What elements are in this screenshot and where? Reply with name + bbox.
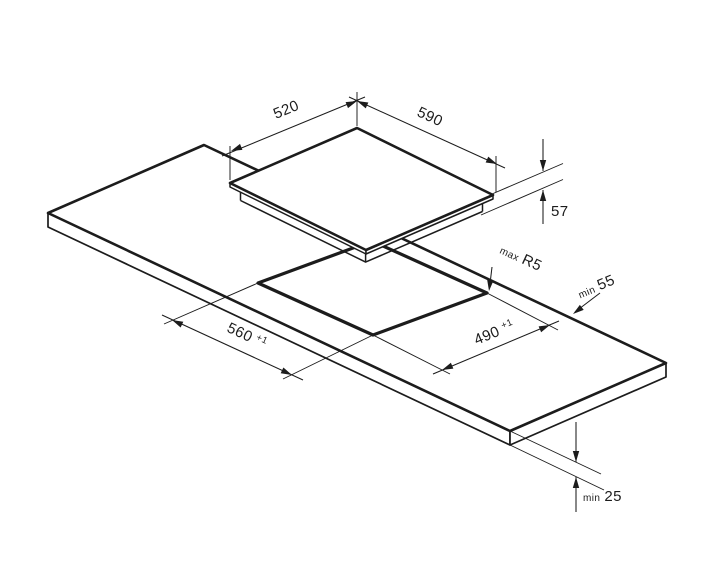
dim-rear-clearance: min55 (573, 272, 617, 314)
hob-height-label: 57 (551, 203, 569, 220)
worktop-top-face (46, 143, 668, 433)
dim-hob-height: 57 (480, 139, 569, 224)
hob-width-label: 590 (414, 104, 445, 130)
hob (228, 126, 495, 263)
rear-clearance-label: min55 (575, 272, 617, 303)
hob-glass-top-face (228, 126, 495, 252)
corner-radius-label: maxR5 (497, 241, 544, 275)
hob-depth-label: 520 (271, 97, 302, 123)
worktop (46, 143, 668, 446)
